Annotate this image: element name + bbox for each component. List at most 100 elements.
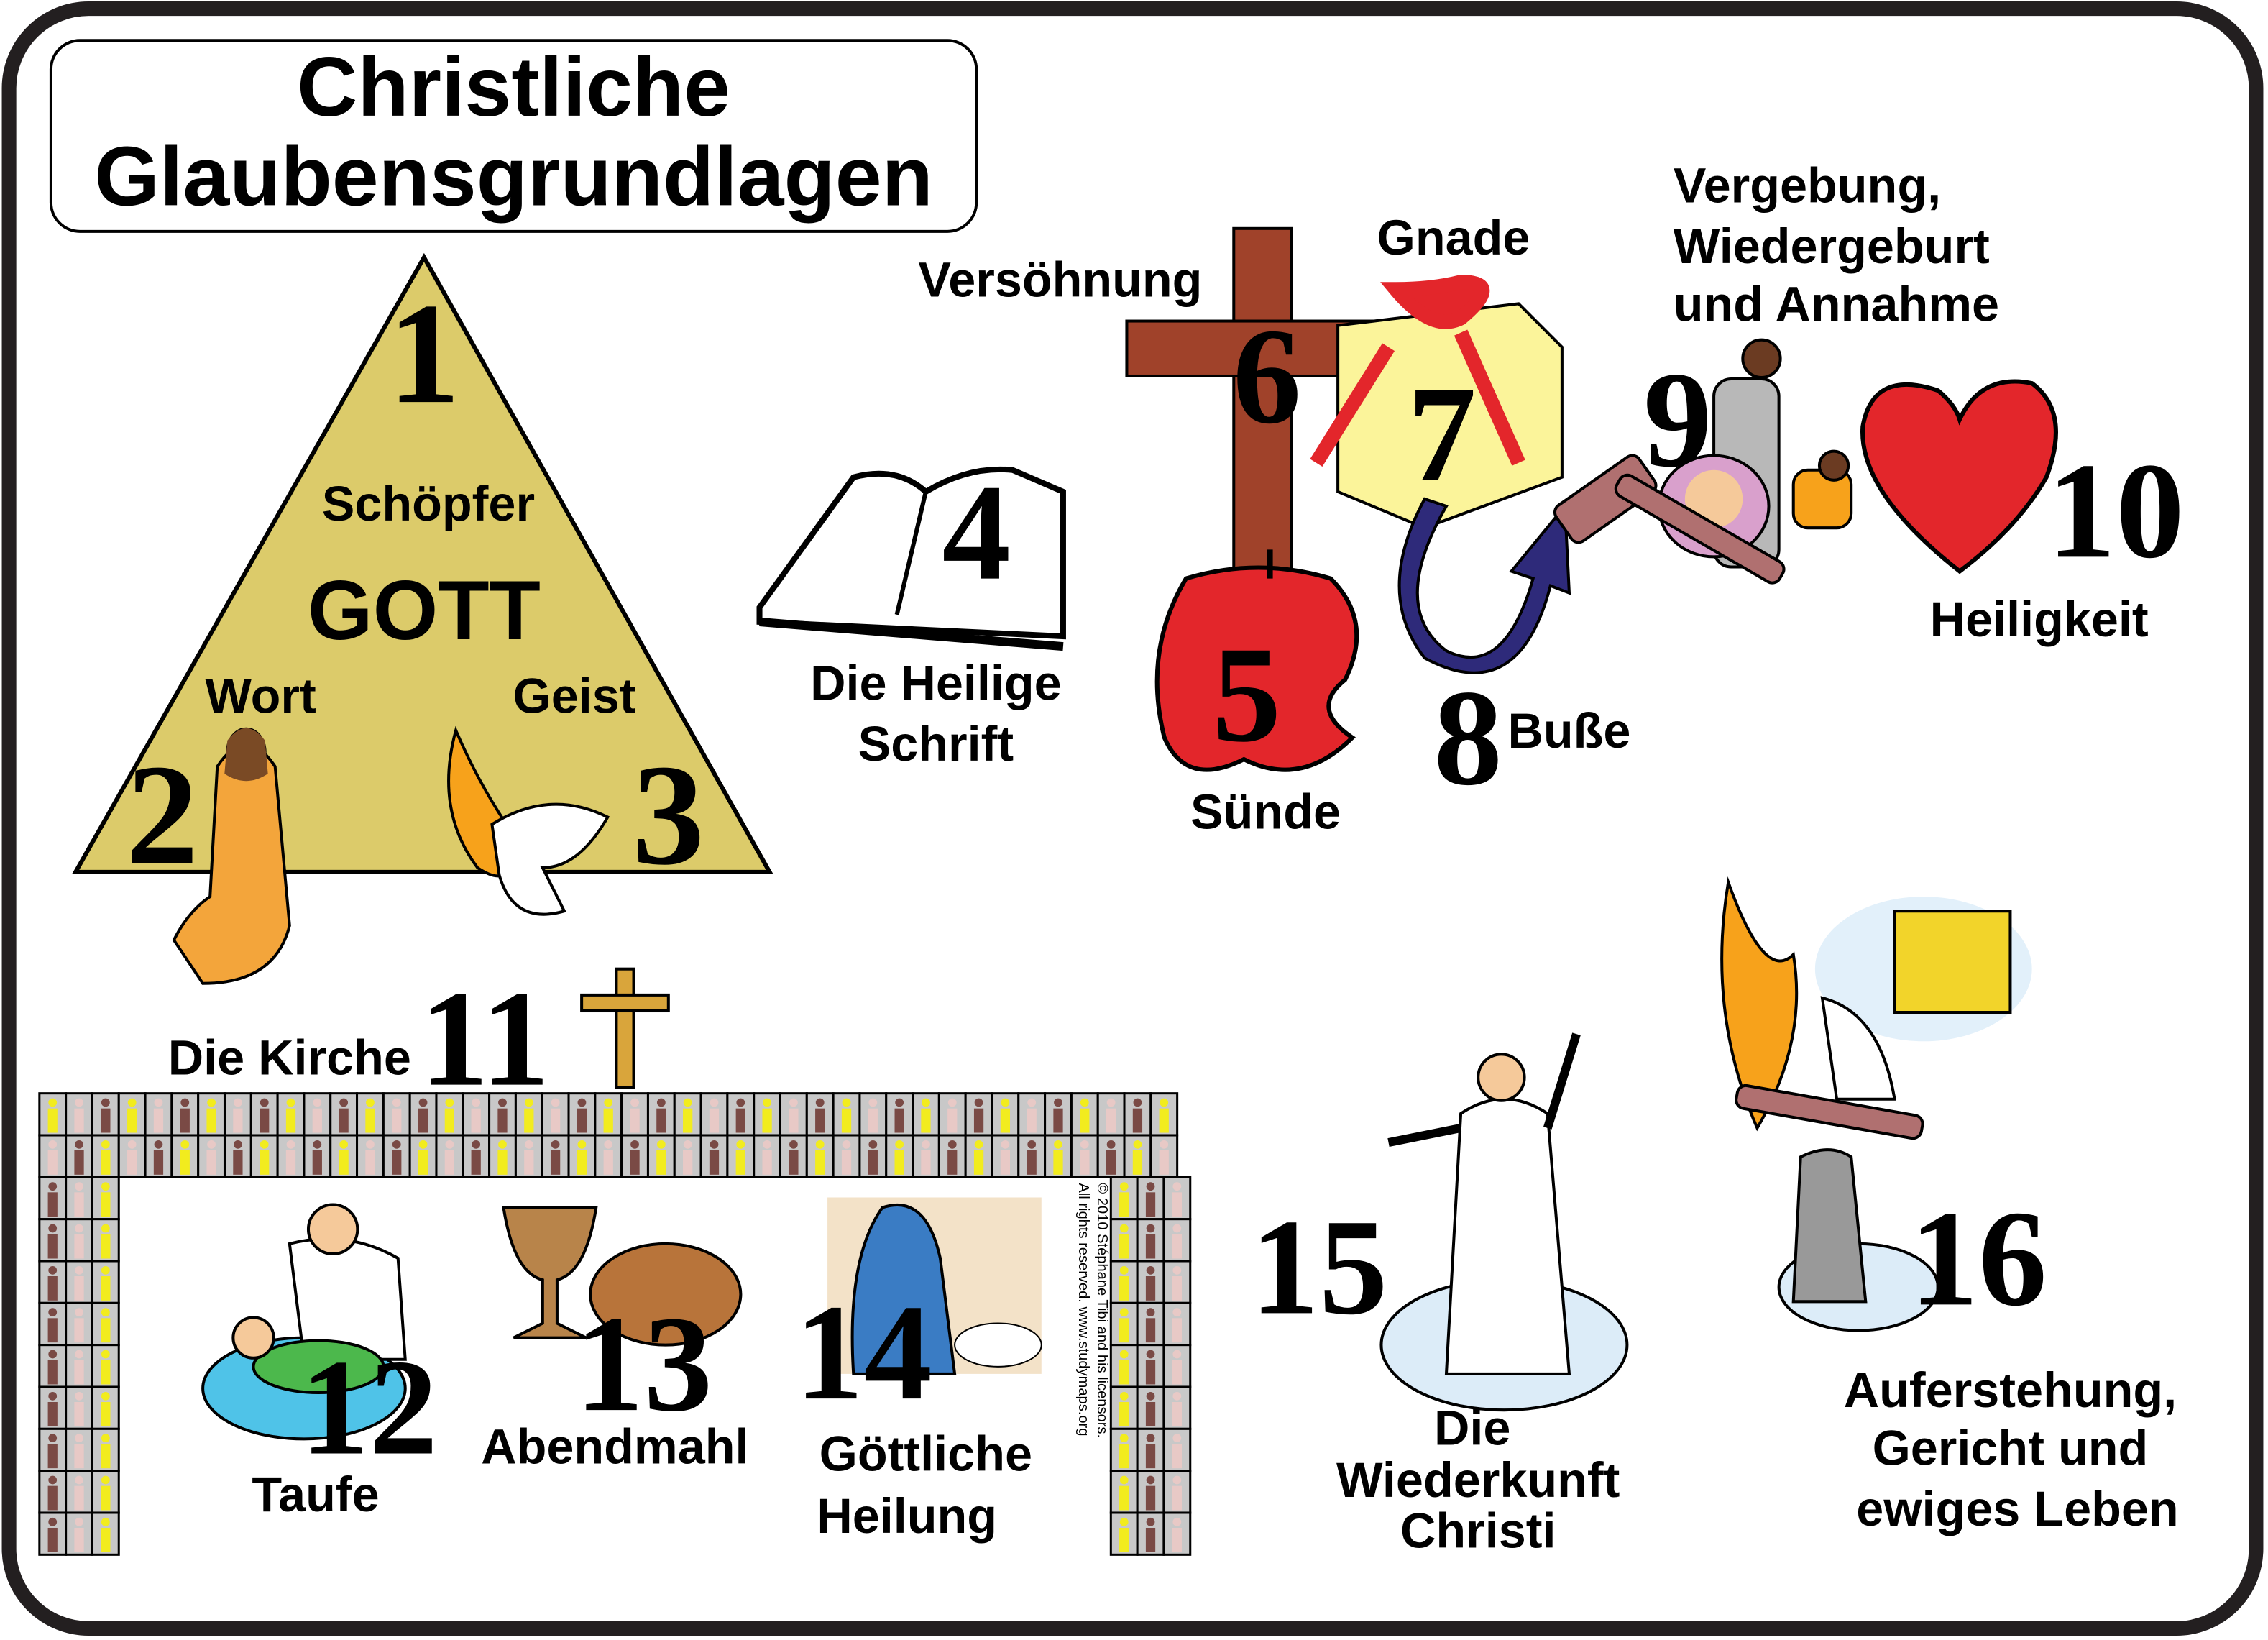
person-tile xyxy=(1109,1511,1139,1556)
word-label: Wort xyxy=(205,669,316,724)
person-tile xyxy=(779,1092,808,1137)
person-tile xyxy=(144,1134,173,1178)
person-tile xyxy=(937,1134,967,1178)
praying-woman-illustration xyxy=(827,1197,1042,1375)
person-tile xyxy=(912,1092,940,1137)
person-tile xyxy=(1109,1260,1139,1304)
person-tile xyxy=(1162,1344,1192,1388)
person-tile xyxy=(805,1092,835,1137)
person-tile xyxy=(912,1134,940,1178)
bitten-apple-icon xyxy=(1154,549,1359,772)
bread-and-cup-illustration xyxy=(502,1206,743,1347)
baptism-illustration xyxy=(201,1203,407,1441)
person-tile xyxy=(303,1092,332,1137)
person-tile xyxy=(65,1511,93,1556)
person-tile xyxy=(858,1092,888,1137)
person-tile xyxy=(65,1176,93,1221)
person-tile xyxy=(117,1092,147,1137)
person-tile xyxy=(65,1260,93,1304)
number-11: 11 xyxy=(420,963,550,1115)
person-tile xyxy=(65,1427,93,1472)
person-tile xyxy=(1162,1427,1192,1472)
person-tile xyxy=(1162,1511,1192,1556)
person-tile xyxy=(699,1134,729,1178)
person-tile xyxy=(726,1092,756,1137)
person-tile xyxy=(462,1092,491,1137)
person-tile xyxy=(673,1134,702,1178)
bible-book-icon xyxy=(756,466,1066,651)
person-tile xyxy=(91,1134,120,1178)
person-tile xyxy=(91,1218,120,1263)
person-tile xyxy=(65,1218,93,1263)
number-2: 2 xyxy=(127,735,199,895)
number-12: 12 xyxy=(300,1332,438,1484)
person-tile xyxy=(937,1092,967,1137)
healing-label-1: Göttliche xyxy=(819,1427,1032,1482)
person-tile xyxy=(91,1301,120,1347)
forgiveness-label-3: und Annahme xyxy=(1674,278,1999,332)
scripture-label-1: Die Heilige xyxy=(810,656,1062,711)
person-tile xyxy=(276,1134,306,1178)
person-tile xyxy=(1109,1176,1139,1221)
person-tile xyxy=(1136,1344,1165,1388)
person-tile xyxy=(408,1134,438,1178)
person-tile xyxy=(1162,1385,1192,1430)
dove-flame-icon xyxy=(447,725,610,916)
person-tile xyxy=(1109,1427,1139,1472)
trinity-triangle xyxy=(71,252,773,874)
person-tile xyxy=(1096,1134,1126,1178)
resurrection-judgment-illustration xyxy=(1720,876,2032,1332)
resurrection-label-2: Gericht und xyxy=(1873,1421,2149,1476)
person-tile xyxy=(170,1134,200,1178)
person-tile xyxy=(594,1134,623,1178)
person-tile xyxy=(699,1092,729,1137)
person-tile xyxy=(541,1134,570,1178)
number-1: 1 xyxy=(388,273,461,434)
heart-dove-icon xyxy=(1860,379,2058,574)
person-tile xyxy=(65,1470,93,1514)
number-14: 14 xyxy=(795,1277,932,1429)
person-tile xyxy=(1162,1218,1192,1263)
baptism-label: Taufe xyxy=(252,1467,379,1522)
number-7: 7 xyxy=(1408,359,1477,510)
person-tile xyxy=(329,1134,359,1178)
person-tile xyxy=(1017,1134,1047,1178)
person-tile xyxy=(1136,1301,1165,1347)
jesus-on-clouds-illustration xyxy=(1379,1032,1629,1412)
title-box xyxy=(49,39,978,233)
person-tile xyxy=(38,1470,68,1514)
family-gavel-illustration xyxy=(1553,338,1853,585)
person-tile xyxy=(488,1092,517,1137)
person-tile xyxy=(65,1092,93,1137)
repentance-label: Buße xyxy=(1507,704,1630,759)
church-label: Die Kirche xyxy=(168,1031,411,1086)
return-label-3: Christi xyxy=(1400,1503,1556,1558)
wooden-cross-icon xyxy=(1125,226,1390,592)
person-tile xyxy=(991,1092,1020,1137)
number-5: 5 xyxy=(1213,619,1282,771)
praying-jesus-illustration xyxy=(172,727,291,985)
person-tile xyxy=(832,1092,861,1137)
person-tile xyxy=(1109,1385,1139,1430)
sin-label: Sünde xyxy=(1190,785,1341,840)
person-tile xyxy=(38,1092,68,1137)
person-tile xyxy=(65,1134,93,1178)
person-tile xyxy=(488,1134,517,1178)
person-tile xyxy=(38,1134,68,1178)
person-tile xyxy=(1123,1134,1152,1178)
church-people-wall xyxy=(38,1092,1192,1556)
person-tile xyxy=(223,1092,252,1137)
number-6: 6 xyxy=(1233,301,1302,452)
person-tile xyxy=(356,1092,385,1137)
person-tile xyxy=(1136,1511,1165,1556)
grace-label: Gnade xyxy=(1377,211,1530,265)
person-tile xyxy=(91,1470,120,1514)
person-tile xyxy=(435,1134,464,1178)
person-tile xyxy=(408,1092,438,1137)
person-tile xyxy=(91,1176,120,1221)
person-tile xyxy=(567,1092,597,1137)
person-tile xyxy=(1136,1385,1165,1430)
person-tile xyxy=(435,1092,464,1137)
person-tile xyxy=(885,1134,914,1178)
god-label: GOTT xyxy=(308,563,541,657)
